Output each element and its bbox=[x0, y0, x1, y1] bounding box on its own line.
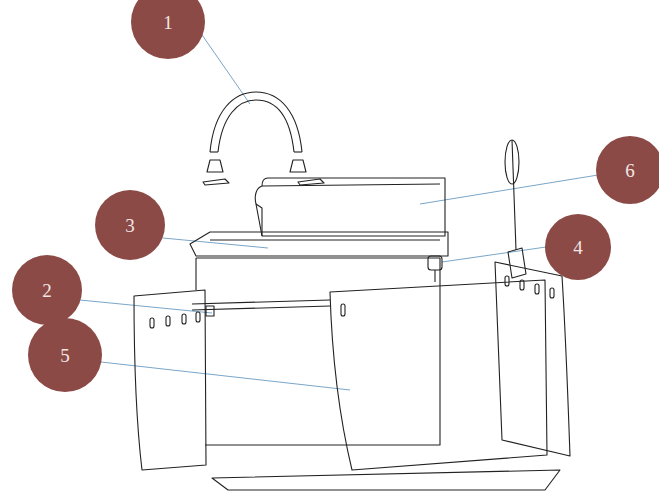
leader-lines bbox=[80, 32, 598, 390]
callout-number: 1 bbox=[163, 13, 173, 32]
tray bbox=[210, 239, 440, 240]
leader-line bbox=[442, 247, 546, 262]
flap bbox=[255, 178, 445, 236]
back-panel bbox=[195, 258, 196, 290]
callout-number: 4 bbox=[573, 238, 583, 257]
side-panel bbox=[495, 262, 570, 456]
handle-fitting bbox=[203, 179, 229, 185]
handle-fitting bbox=[298, 179, 324, 185]
strap bbox=[192, 300, 330, 304]
callout-number: 3 bbox=[125, 216, 135, 235]
key-fob bbox=[508, 248, 526, 278]
bag-parts bbox=[134, 92, 570, 490]
callout-circle: 2 bbox=[12, 255, 82, 325]
front-hole bbox=[341, 304, 345, 316]
callout-number: 5 bbox=[60, 346, 70, 365]
key-cord bbox=[512, 140, 516, 250]
callout-circle: 6 bbox=[596, 136, 659, 204]
side-holes bbox=[505, 276, 554, 298]
callout-number: 6 bbox=[625, 161, 635, 180]
tray bbox=[190, 232, 448, 256]
clasp bbox=[434, 270, 435, 282]
back-panel bbox=[196, 258, 440, 445]
front-panel bbox=[330, 280, 547, 470]
side-panel bbox=[134, 290, 206, 470]
leader-line bbox=[80, 300, 212, 313]
handle-clip bbox=[290, 160, 306, 172]
handle-clip bbox=[207, 160, 223, 172]
callout-circle: 3 bbox=[95, 190, 165, 260]
callout-circle: 5 bbox=[28, 318, 102, 392]
handle bbox=[210, 151, 218, 152]
leader-line bbox=[200, 32, 250, 104]
leader-line bbox=[420, 175, 598, 204]
callout-circle: 4 bbox=[545, 214, 611, 280]
side-holes bbox=[150, 312, 200, 328]
strap-buckle bbox=[206, 306, 214, 316]
leader-line bbox=[101, 362, 350, 390]
handle bbox=[210, 92, 302, 152]
flap bbox=[256, 204, 262, 236]
flap bbox=[262, 184, 440, 186]
callout-number: 2 bbox=[42, 281, 52, 300]
base bbox=[212, 470, 560, 490]
handle bbox=[294, 151, 302, 152]
strap bbox=[192, 306, 330, 310]
handle bbox=[218, 100, 294, 152]
callout-circle: 1 bbox=[131, 0, 205, 59]
